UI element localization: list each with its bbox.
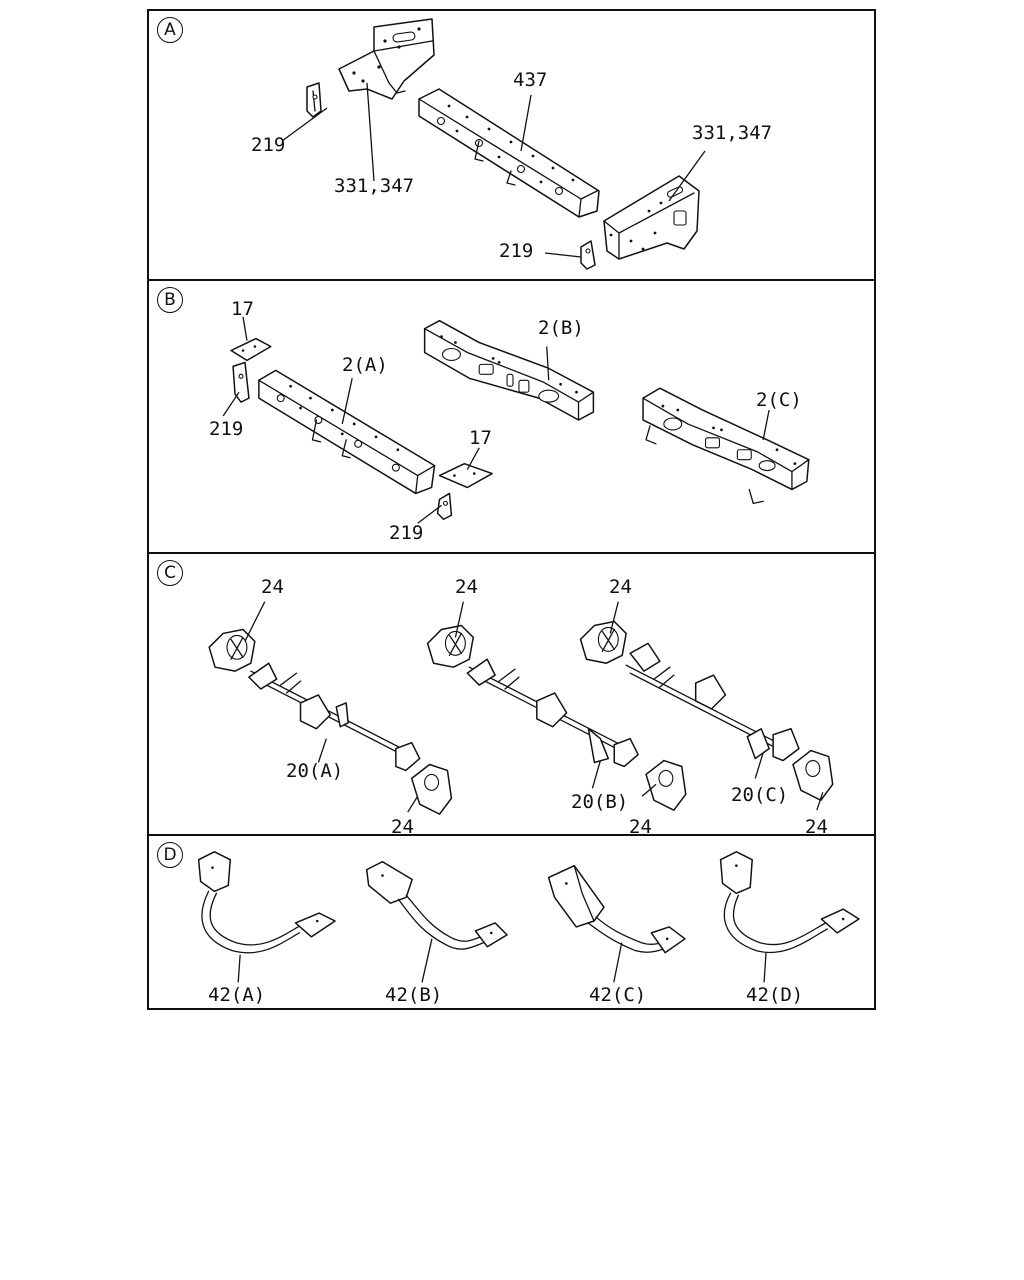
leader-42c: [613, 942, 623, 983]
leader-331-left: [366, 82, 375, 182]
label-42d: 42(D): [746, 984, 804, 1006]
label-20c: 20(C): [731, 784, 789, 806]
assembly-20a-part: [208, 628, 453, 815]
label-24-a-bottom: 24: [391, 816, 414, 838]
assembly-20c-part: [579, 620, 834, 801]
leader-2c: [762, 409, 770, 440]
leader-24-b-bottom: [641, 783, 657, 797]
leader-219-right: [544, 252, 582, 258]
leader-2b: [546, 346, 550, 381]
label-17-right: 17: [469, 427, 492, 449]
label-437: 437: [513, 69, 548, 91]
label-331-347-left: 331,347: [334, 175, 415, 197]
leader-20b: [591, 760, 601, 789]
pipe-42c-part: [547, 864, 686, 954]
bracket-219-left-part: [306, 82, 322, 118]
label-42a: 42(A): [208, 984, 266, 1006]
leader-20c: [754, 752, 764, 779]
label-24-a-top: 24: [261, 576, 284, 598]
leader-24-c-bottom: [816, 792, 824, 811]
pipe-42d-part: [719, 851, 860, 954]
label-219-left: 219: [251, 134, 286, 156]
bracket-219-right-part: [580, 240, 596, 270]
plate-17-left-part: [230, 337, 272, 362]
leader-331-right: [668, 150, 706, 202]
leader-17-left: [242, 316, 248, 341]
leader-2a: [341, 378, 353, 425]
panel-a: A: [149, 11, 874, 279]
label-2a: 2(A): [342, 354, 388, 376]
leader-24-b-top: [454, 601, 464, 638]
leader-24-c-top: [609, 601, 619, 634]
leader-24-a-bottom: [407, 795, 419, 813]
leader-20a: [317, 738, 327, 763]
leader-437: [520, 94, 532, 152]
panel-b: B: [149, 279, 874, 552]
leader-42a: [237, 954, 241, 983]
label-24-b-top: 24: [455, 576, 478, 598]
member-2a-part: [258, 369, 436, 495]
parts-diagram-frame: A: [147, 9, 876, 1010]
label-219-left-b: 219: [209, 418, 244, 440]
panel-c: C: [149, 552, 874, 838]
label-2b: 2(B): [538, 317, 584, 339]
leader-42d: [763, 952, 767, 983]
panel-d-illustration: [197, 851, 860, 983]
label-24-c-bottom: 24: [805, 816, 828, 838]
panel-c-badge: C: [157, 560, 183, 586]
bracket-219-right-b-part: [436, 492, 453, 520]
panel-d: D: [149, 834, 874, 1008]
plate-17-right-part: [438, 462, 493, 489]
label-219-right-b: 219: [389, 522, 424, 544]
panel-b-illustration: [222, 316, 810, 524]
label-24-b-bottom: 24: [629, 816, 652, 838]
panel-d-badge: D: [157, 842, 183, 868]
leader-17-right: [466, 447, 480, 470]
label-42b: 42(B): [385, 984, 443, 1006]
label-2c: 2(C): [756, 389, 802, 411]
member-437-part: [418, 88, 600, 218]
pipe-42b-part: [365, 860, 508, 950]
panel-a-illustration: [281, 18, 706, 270]
assembly-20b-part: [426, 624, 687, 811]
member-2c-part: [642, 387, 810, 505]
label-24-c-top: 24: [609, 576, 632, 598]
member-2b-part: [423, 319, 595, 421]
label-331-347-right: 331,347: [692, 122, 773, 144]
bracket-331-left-part: [338, 18, 435, 100]
bracket-331-right-part: [603, 175, 700, 260]
panel-b-badge: B: [157, 287, 183, 313]
leader-219-left: [281, 107, 328, 142]
pipe-42a-part: [197, 851, 336, 954]
bracket-219-left-b-part: [232, 361, 250, 403]
leader-219-left-b: [222, 391, 240, 417]
label-20b: 20(B): [571, 791, 629, 813]
label-219-right: 219: [499, 240, 534, 262]
leader-219-right-b: [417, 504, 442, 524]
label-42c: 42(C): [589, 984, 647, 1006]
panel-a-badge: A: [157, 17, 183, 43]
label-17-left: 17: [231, 298, 254, 320]
leader-42b: [421, 938, 433, 983]
panel-c-illustration: [208, 601, 834, 815]
label-20a: 20(A): [286, 760, 344, 782]
leader-24-a-top: [244, 601, 266, 642]
